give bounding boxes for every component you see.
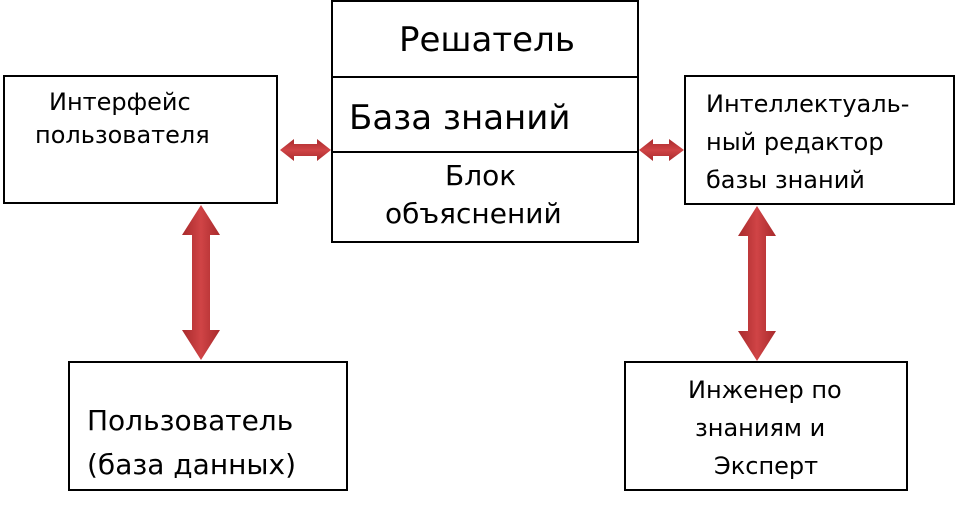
knowledge-base-label: База знаний (349, 98, 571, 138)
solver-divider (333, 76, 637, 78)
kb-editor-label-line2: ный редактор (706, 128, 884, 156)
user-database-label-line1: Пользователь (87, 404, 294, 437)
explanation-block-label-line2: объяснений (385, 197, 562, 230)
user-interface-label-line1: Интерфейс (49, 88, 191, 116)
user-interface-box: Интерфейс пользователя (3, 75, 278, 204)
arrow-core-kb-editor (639, 139, 684, 161)
knowledge-base-divider (333, 151, 637, 153)
user-interface-label-line2: пользователя (35, 121, 210, 149)
engineer-label-line2: знаниям и (695, 414, 826, 442)
arrow-kb-editor-engineer (738, 206, 776, 361)
engineer-label-line3: Эксперт (714, 452, 819, 480)
user-database-box: Пользователь (база данных) (68, 361, 348, 491)
kb-editor-label-line3: базы знаний (706, 166, 865, 194)
solver-label: Решатель (399, 20, 575, 60)
knowledge-engineer-expert-box: Инженер по знаниям и Эксперт (624, 361, 908, 491)
arrow-interface-core (280, 139, 331, 161)
engineer-label-line1: Инженер по (688, 376, 842, 404)
kb-editor-label-line1: Интеллектуаль- (706, 90, 910, 118)
kb-editor-box: Интеллектуаль- ный редактор базы знаний (684, 75, 955, 205)
user-database-label-line2: (база данных) (87, 448, 297, 481)
expert-system-core-block: Решатель База знаний Блок объяснений (331, 0, 639, 243)
explanation-block-label-line1: Блок (445, 159, 517, 192)
arrow-interface-user-database (182, 205, 220, 360)
